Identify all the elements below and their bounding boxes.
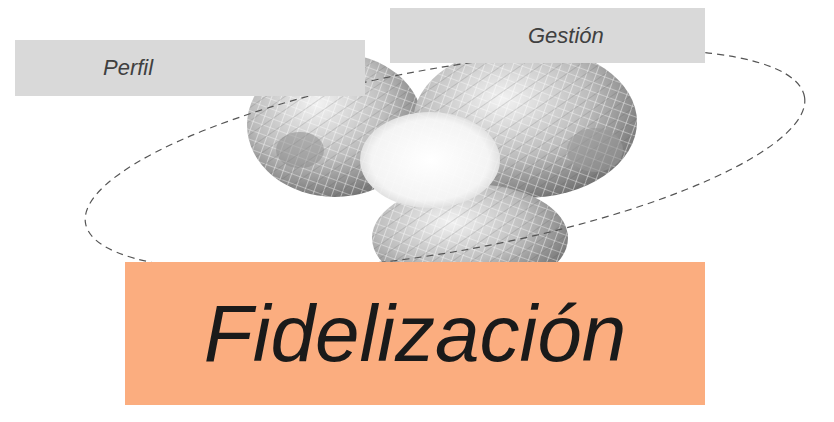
node-text: Gestión bbox=[528, 23, 604, 49]
grey-label-band: Gestión bbox=[390, 8, 705, 63]
node-text: Fidelización bbox=[204, 288, 626, 380]
orange-title-box: Fidelización bbox=[125, 262, 705, 405]
node-text: Perfil bbox=[103, 55, 153, 81]
grey-label-band: Perfil bbox=[15, 40, 365, 96]
